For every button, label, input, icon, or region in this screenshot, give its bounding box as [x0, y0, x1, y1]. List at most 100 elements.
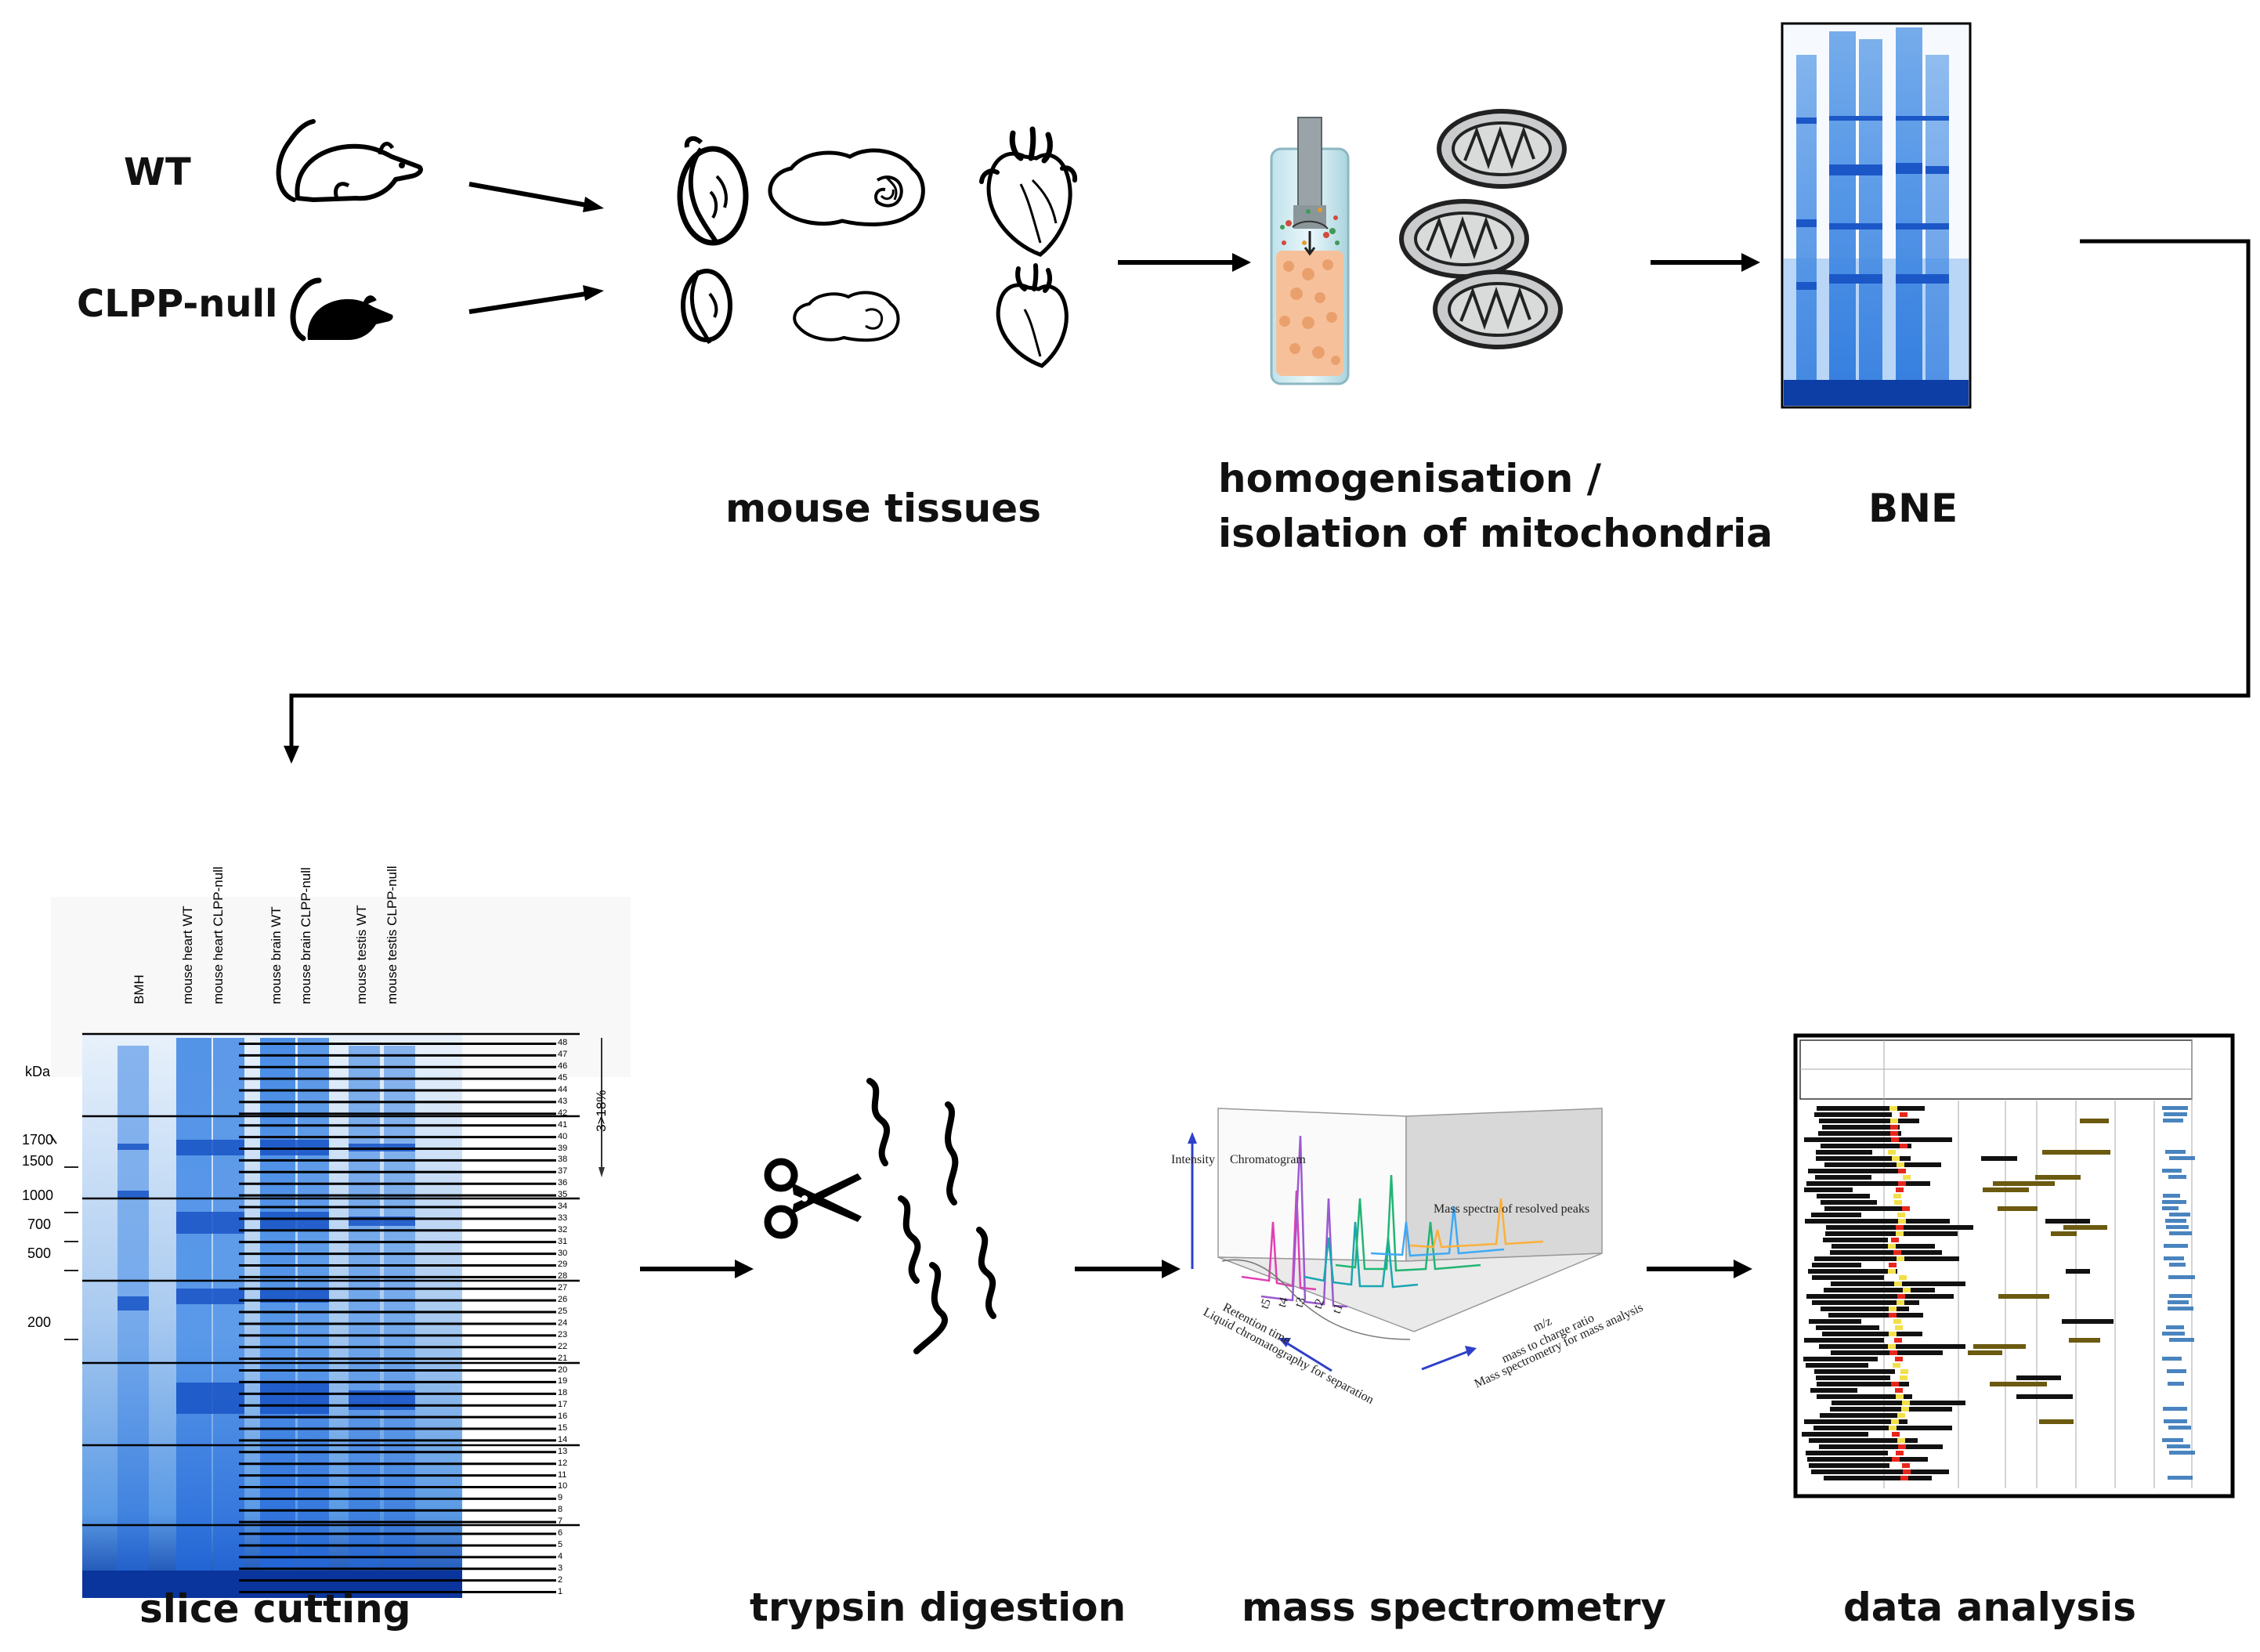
gel-slice-number: 46 — [558, 1061, 568, 1072]
ms-3d-plot: Intensity Chromatogram Mass spectra of r… — [1171, 1108, 1645, 1408]
mitochondrion-icon-1 — [1437, 109, 1567, 189]
clpp-null-label: CLPP-null — [77, 282, 278, 326]
scissors-icon — [764, 1158, 862, 1239]
gel-lane-label: mouse testis WT — [354, 905, 369, 1004]
step-slice-label: slice cutting — [139, 1586, 411, 1632]
gel-slice-number: 29 — [558, 1260, 568, 1270]
gel-slice-number: 36 — [558, 1178, 568, 1188]
gel-slice-number: 4 — [558, 1551, 563, 1561]
gel-slice-number: 15 — [558, 1423, 568, 1433]
step-homog-label-1: homogenisation / — [1218, 456, 1601, 501]
gel-slice-number: 48 — [558, 1038, 568, 1048]
gel-slice-number: 26 — [558, 1295, 568, 1305]
step-trypsin-label: trypsin digestion — [750, 1585, 1126, 1630]
arrow-homog-to-bne — [1651, 253, 1760, 272]
gel-slice-number: 24 — [558, 1318, 568, 1328]
gel-slice-number: 5 — [558, 1539, 563, 1549]
ms-ms-axis-label: Mass spectrometry for mass analysis — [1473, 1301, 1646, 1391]
gel-marker-label: 200 — [27, 1314, 52, 1330]
gel-lane-label: BMH — [132, 974, 146, 1004]
gel-slice-number: 37 — [558, 1166, 568, 1177]
step-bne-label: BNE — [1868, 486, 1958, 531]
heart-clpp-icon — [996, 263, 1069, 368]
gel-slice-number: 20 — [558, 1365, 568, 1375]
gel-marker-label: 1500 — [22, 1153, 54, 1169]
gel-slice-number: 34 — [558, 1201, 568, 1211]
gel-slice-number: 10 — [558, 1481, 568, 1491]
gel-slice-number: 21 — [558, 1353, 568, 1363]
gel-slice-number: 31 — [558, 1236, 568, 1246]
wt-label: WT — [124, 150, 191, 194]
gel-slice-number: 25 — [558, 1307, 568, 1317]
brain-wt-icon — [768, 148, 925, 226]
gel-marker-label: 1000 — [22, 1187, 54, 1203]
gel-slice-number: 35 — [558, 1190, 568, 1200]
wt-mouse-icon — [276, 119, 423, 202]
peptide-fragments-icon — [866, 1078, 996, 1354]
testis-clpp-icon — [681, 269, 732, 345]
ms-t-label: t2 — [1311, 1297, 1327, 1311]
data-heatmap-table — [1793, 1033, 2235, 1498]
gel-slice-number: 9 — [558, 1493, 563, 1503]
gel-slice-number: 18 — [558, 1388, 568, 1398]
arrow-ms-to-data — [1647, 1260, 1752, 1278]
gel-slice-number: 40 — [558, 1131, 568, 1141]
gel-marker-label: 500 — [27, 1245, 52, 1261]
gel-slice-number: 6 — [558, 1528, 563, 1538]
gel-slice-number: 8 — [558, 1505, 563, 1515]
mitochondrion-icon-3 — [1433, 269, 1563, 349]
ms-lc-label: Liquid chromatography for separation — [1201, 1306, 1376, 1408]
brain-clpp-icon — [793, 291, 900, 342]
gel-lane-label: mouse brain WT — [269, 906, 284, 1004]
ms-y-axis-label: Intensity — [1171, 1153, 1215, 1166]
ms-t-label: t1 — [1330, 1302, 1346, 1316]
gel-slice-number: 43 — [558, 1096, 568, 1106]
gel-slice-number: 14 — [558, 1434, 568, 1444]
ms-t-label: t3 — [1293, 1296, 1308, 1310]
gel-gradient-label: 3>18% — [594, 1090, 609, 1132]
ms-spectra-label: Mass spectra of resolved peaks — [1434, 1202, 1589, 1216]
gel-slice-number: 42 — [558, 1108, 568, 1118]
gel-slice-number: 13 — [558, 1446, 568, 1456]
step-ms-label: mass spectrometry — [1242, 1585, 1666, 1630]
bne-gel-image — [1781, 22, 1972, 409]
arrow-trypsin-to-ms — [1075, 1260, 1181, 1278]
ms-t-label: t4 — [1275, 1296, 1291, 1310]
gel-slice-number: 30 — [558, 1248, 568, 1258]
gel-slice-number: 28 — [558, 1271, 568, 1281]
gel-slice-number: 19 — [558, 1376, 568, 1386]
gel-slice-number: 12 — [558, 1458, 568, 1468]
gel-slice-number: 32 — [558, 1224, 568, 1234]
gel-slice-number: 16 — [558, 1412, 568, 1422]
mitochondrion-icon-2 — [1399, 199, 1529, 279]
step-tissues-label: mouse tissues — [725, 486, 1041, 531]
gel-slice-number: 33 — [558, 1213, 568, 1223]
gel-lane-label: mouse heart WT — [180, 906, 195, 1004]
ms-chromatogram-label: Chromatogram — [1230, 1153, 1306, 1166]
gel-lane-label: mouse brain CLPP-null — [298, 867, 313, 1004]
step-homog-label-2: isolation of mitochondria — [1218, 511, 1774, 556]
gel-slice-number: 22 — [558, 1341, 568, 1351]
gel-slice-number: 7 — [558, 1516, 563, 1527]
ms-t-label: t5 — [1258, 1297, 1274, 1311]
gel-lane-label: mouse heart CLPP-null — [211, 866, 226, 1004]
arrow-clpp-to-tissues — [468, 285, 604, 314]
gel-slice-number: 45 — [558, 1073, 568, 1083]
gel-marker-label: 700 — [27, 1216, 52, 1232]
slice-gel-image — [50, 897, 631, 1598]
arrow-slice-to-trypsin — [640, 1260, 754, 1278]
clpp-null-mouse-icon — [290, 277, 393, 342]
heart-wt-icon — [979, 126, 1078, 257]
gel-slice-number: 11 — [558, 1469, 567, 1480]
gel-slice-number: 39 — [558, 1143, 568, 1153]
gel-slice-number: 47 — [558, 1050, 568, 1060]
gel-kda-unit: kDa — [25, 1064, 51, 1079]
gel-slice-number: 3 — [558, 1563, 563, 1573]
testis-wt-icon — [677, 136, 749, 246]
gel-slice-number: 27 — [558, 1283, 568, 1293]
gel-slice-number: 41 — [558, 1119, 568, 1130]
gel-slice-number: 38 — [558, 1155, 568, 1165]
gel-marker-label: 1700 — [22, 1132, 54, 1148]
arrow-wt-to-tissues — [468, 182, 604, 212]
